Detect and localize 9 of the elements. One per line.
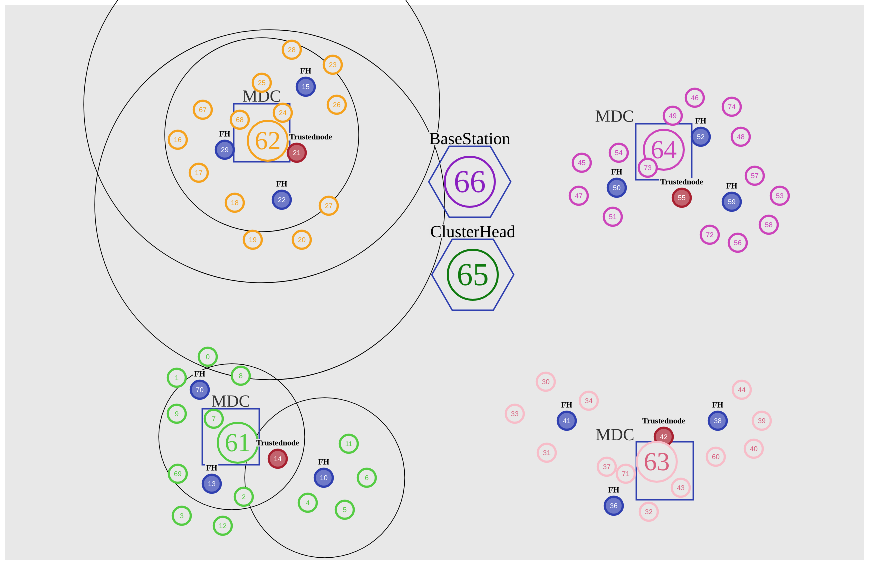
node-label: MDC <box>212 396 250 408</box>
node-label: ClusterHead <box>431 226 516 238</box>
node-label: MDC <box>596 110 634 122</box>
node-label: Trustednode <box>660 178 704 186</box>
node-label: MDC <box>596 429 634 441</box>
node-label: Trustednode <box>288 133 334 141</box>
node-label: Trustednode <box>642 417 686 425</box>
node-label: Trustednode <box>256 439 300 447</box>
node-label: BaseStation <box>430 133 510 145</box>
